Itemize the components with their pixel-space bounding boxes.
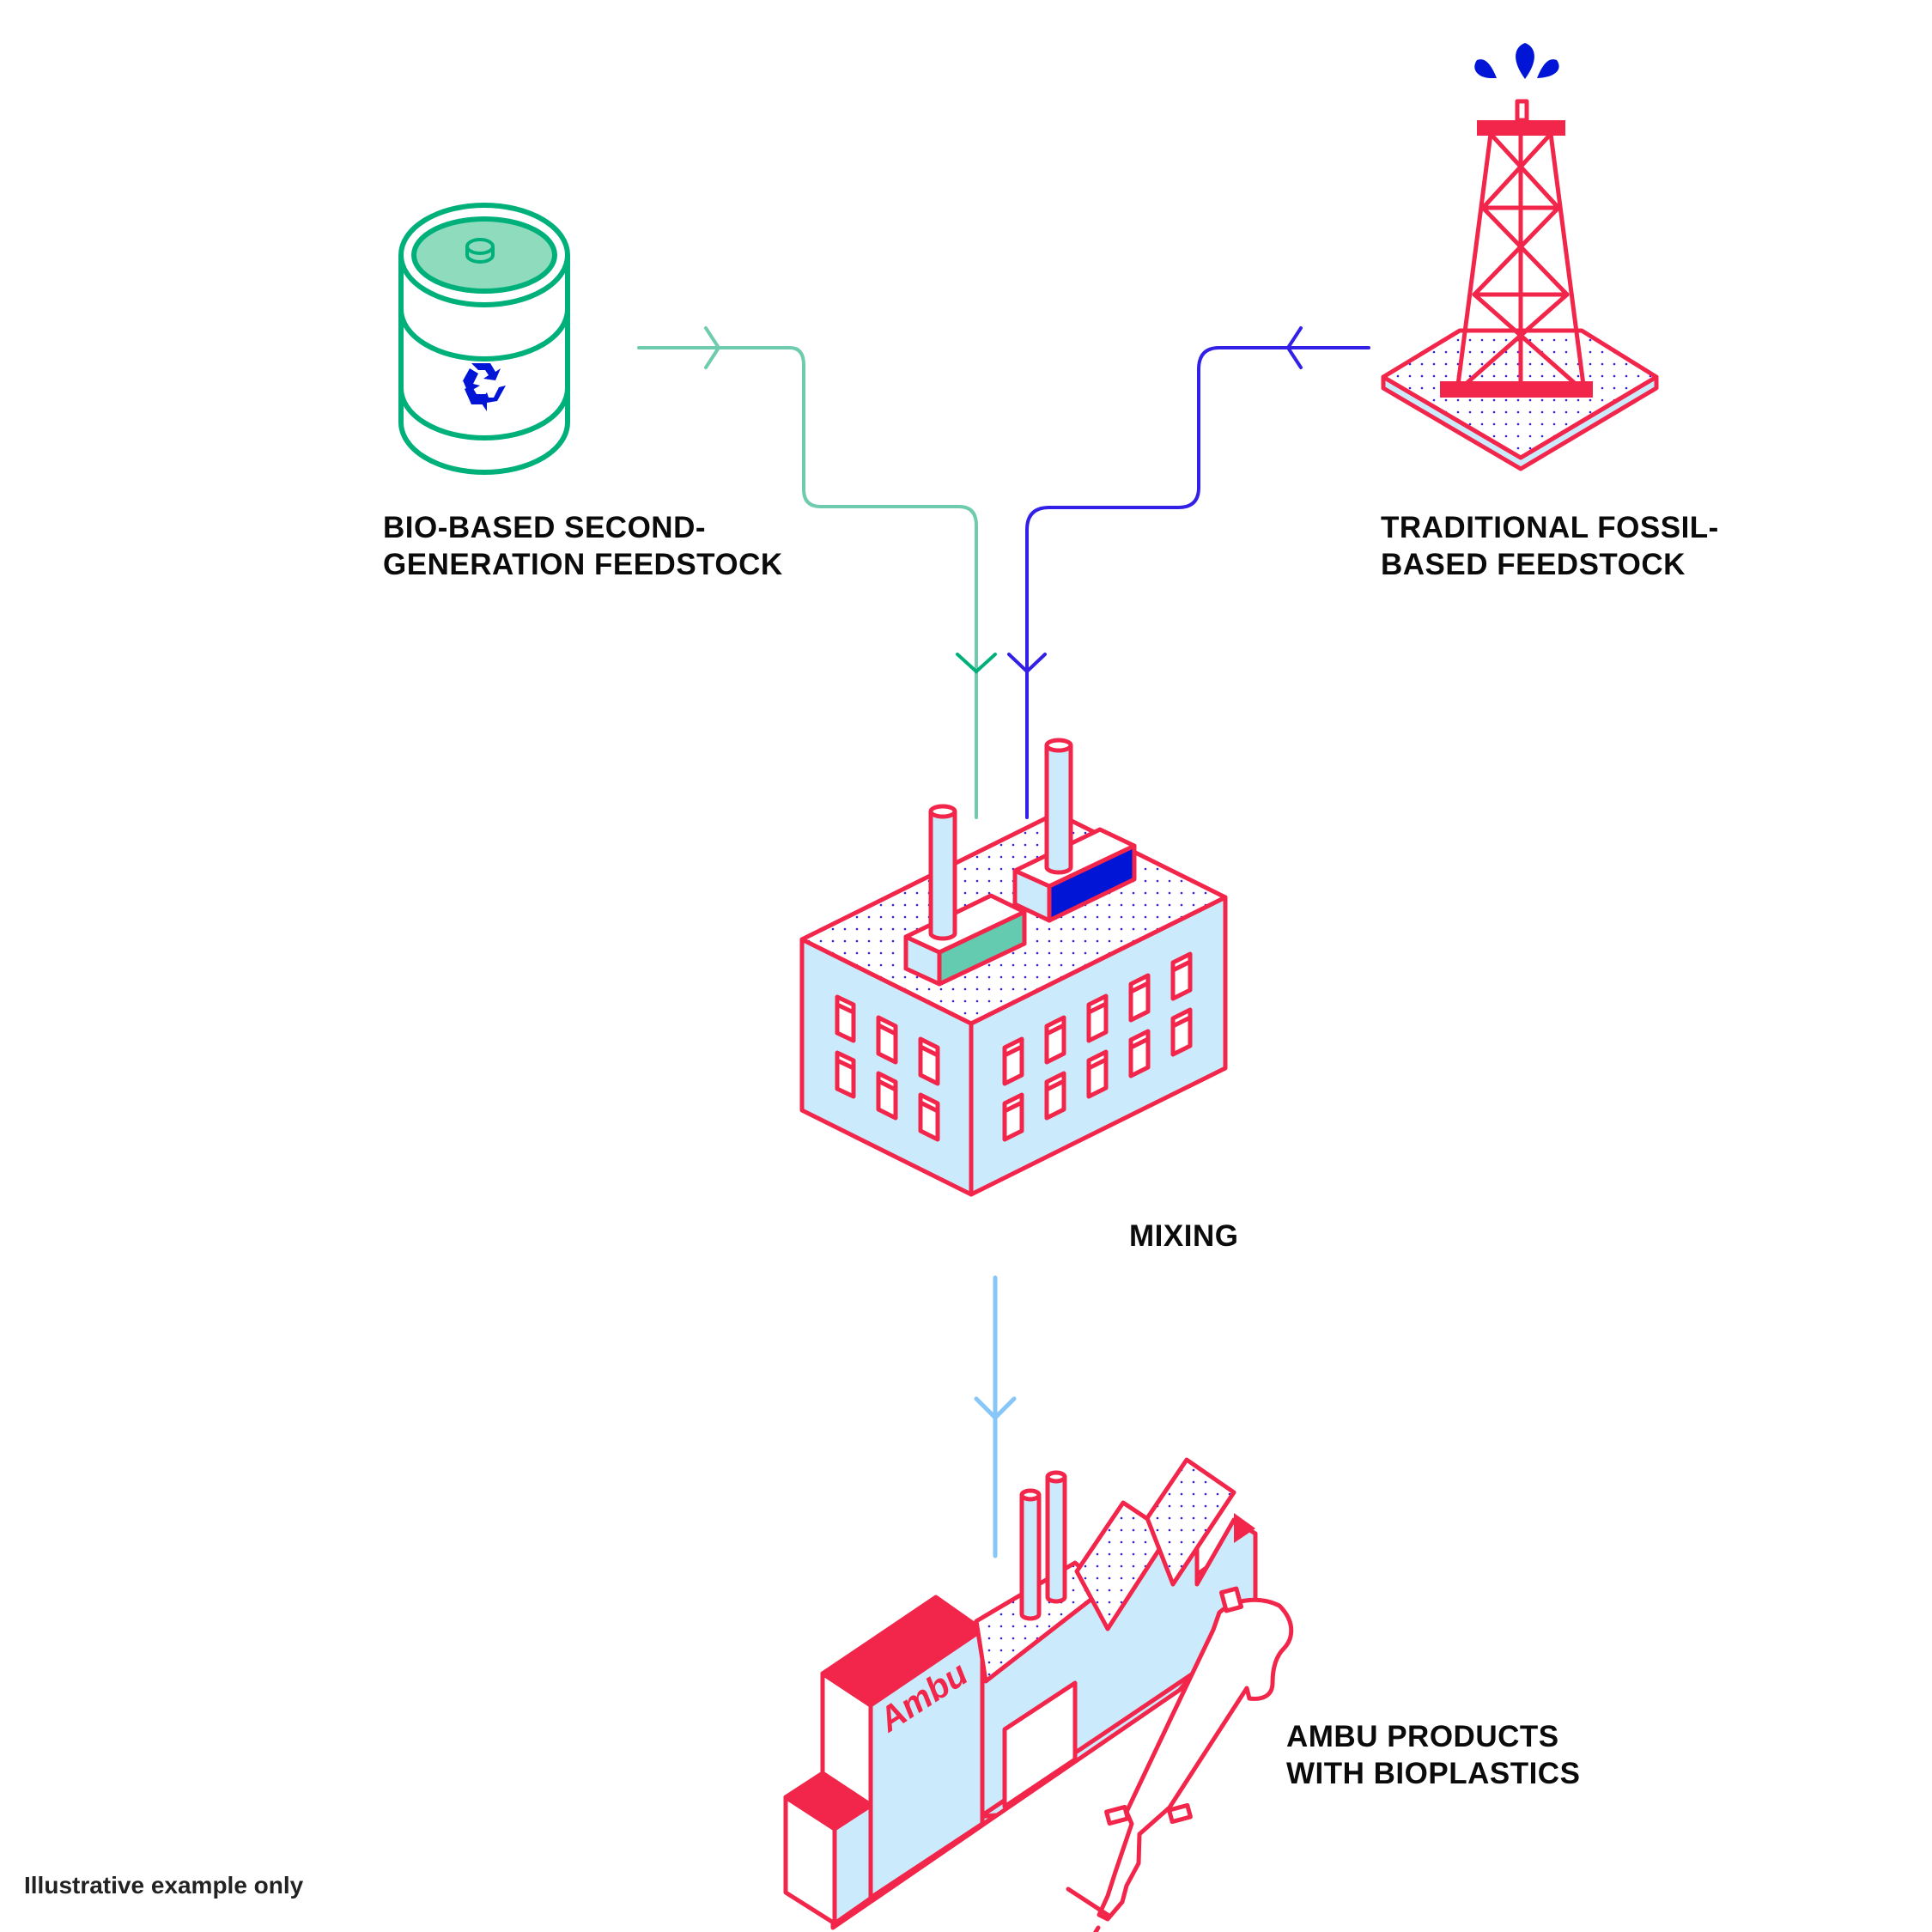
- output-flow-arrow: [974, 1275, 1017, 1558]
- footnote: Illustrative example only: [24, 1872, 304, 1899]
- factory-icon: [799, 738, 1228, 1197]
- bio-flow-arrow: [637, 326, 978, 819]
- fossil-feedstock-label: TRADITIONAL FOSSIL- BASED FEEDSTOCK: [1381, 511, 1719, 581]
- endoscope-icon: [1066, 1586, 1294, 1932]
- recycle-icon: [461, 363, 506, 411]
- recycling-barrel-icon: [398, 203, 570, 475]
- mixing-label: MIXING: [1129, 1219, 1239, 1253]
- oil-drops-icon: [1474, 43, 1559, 79]
- products-label: AMBU PRODUCTS WITH BIOPLASTICS: [1286, 1720, 1581, 1790]
- bio-arrowhead-icon: [956, 653, 997, 674]
- oil-rig-icon: [1381, 43, 1659, 471]
- bio-feedstock-label: BIO-BASED SECOND- GENERATION FEEDSTOCK: [383, 511, 783, 581]
- fossil-flow-arrow: [1007, 326, 1370, 819]
